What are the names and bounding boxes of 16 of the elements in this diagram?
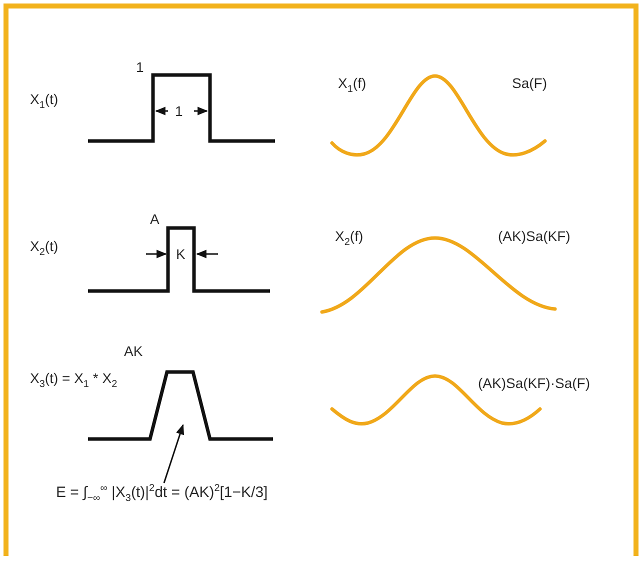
dimension-label: 1 xyxy=(175,104,183,120)
formula-label: X$_{3}$(t) = X$_{1}$ * X$_{2}$ xyxy=(30,371,118,390)
signal-label: X$_{2}$(f) xyxy=(335,229,364,248)
leader-line xyxy=(163,424,184,484)
energy-equation: E = ∫$_{−∞}$$^{∞}$ |X$_{3}$(t)|$^{2}$dt = (AK)$^{2}$[1−K/3] xyxy=(56,483,268,504)
dimension-label: K xyxy=(176,247,186,262)
formula-label: (AK)Sa(KF)·Sa(F) xyxy=(478,376,590,392)
axis-value: AK xyxy=(124,344,143,360)
trapezoid-pulse-drawing xyxy=(88,370,273,441)
signal-label: X$_{2}$(t) xyxy=(30,239,58,258)
axis-value: 1 xyxy=(136,60,144,76)
formula-label: (AK)Sa(KF) xyxy=(498,229,570,244)
signal-label: X$_{1}$(t) xyxy=(30,92,58,111)
signal-label: X$_{1}$(f) xyxy=(338,76,366,95)
axis-value: A xyxy=(150,212,160,228)
formula-label: Sa(F) xyxy=(512,76,547,92)
